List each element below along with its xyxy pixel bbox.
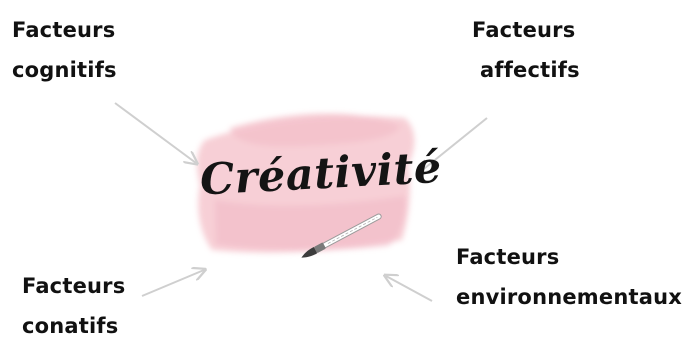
paintbrush-icon (301, 213, 382, 258)
arrow-cognitive (114, 102, 196, 163)
factor-cognitive-line1: Facteurs (12, 18, 116, 42)
arrow-affective (420, 117, 488, 172)
factor-affective-line2: affectifs (480, 58, 580, 82)
factor-affective-label: Facteurs affectifs (472, 10, 580, 90)
factor-environmental-line1: Facteurs (456, 245, 560, 269)
factor-cognitive-line2: cognitifs (12, 58, 117, 82)
factor-affective-line1: Facteurs (472, 18, 576, 42)
diagram-canvas (114, 102, 488, 302)
factor-environmental-label: Facteurs environnementaux (456, 237, 682, 317)
factor-environmental-line2: environnementaux (456, 285, 682, 309)
factor-conative-line2: conatifs (22, 314, 119, 338)
factor-conative-line1: Facteurs (22, 274, 126, 298)
brush-stroke-background (197, 113, 415, 253)
arrow-conative (141, 270, 204, 297)
arrow-environmental (386, 276, 433, 302)
factor-conative-label: Facteurs conatifs (22, 266, 125, 346)
factor-cognitive-label: Facteurs cognitifs (12, 10, 117, 90)
